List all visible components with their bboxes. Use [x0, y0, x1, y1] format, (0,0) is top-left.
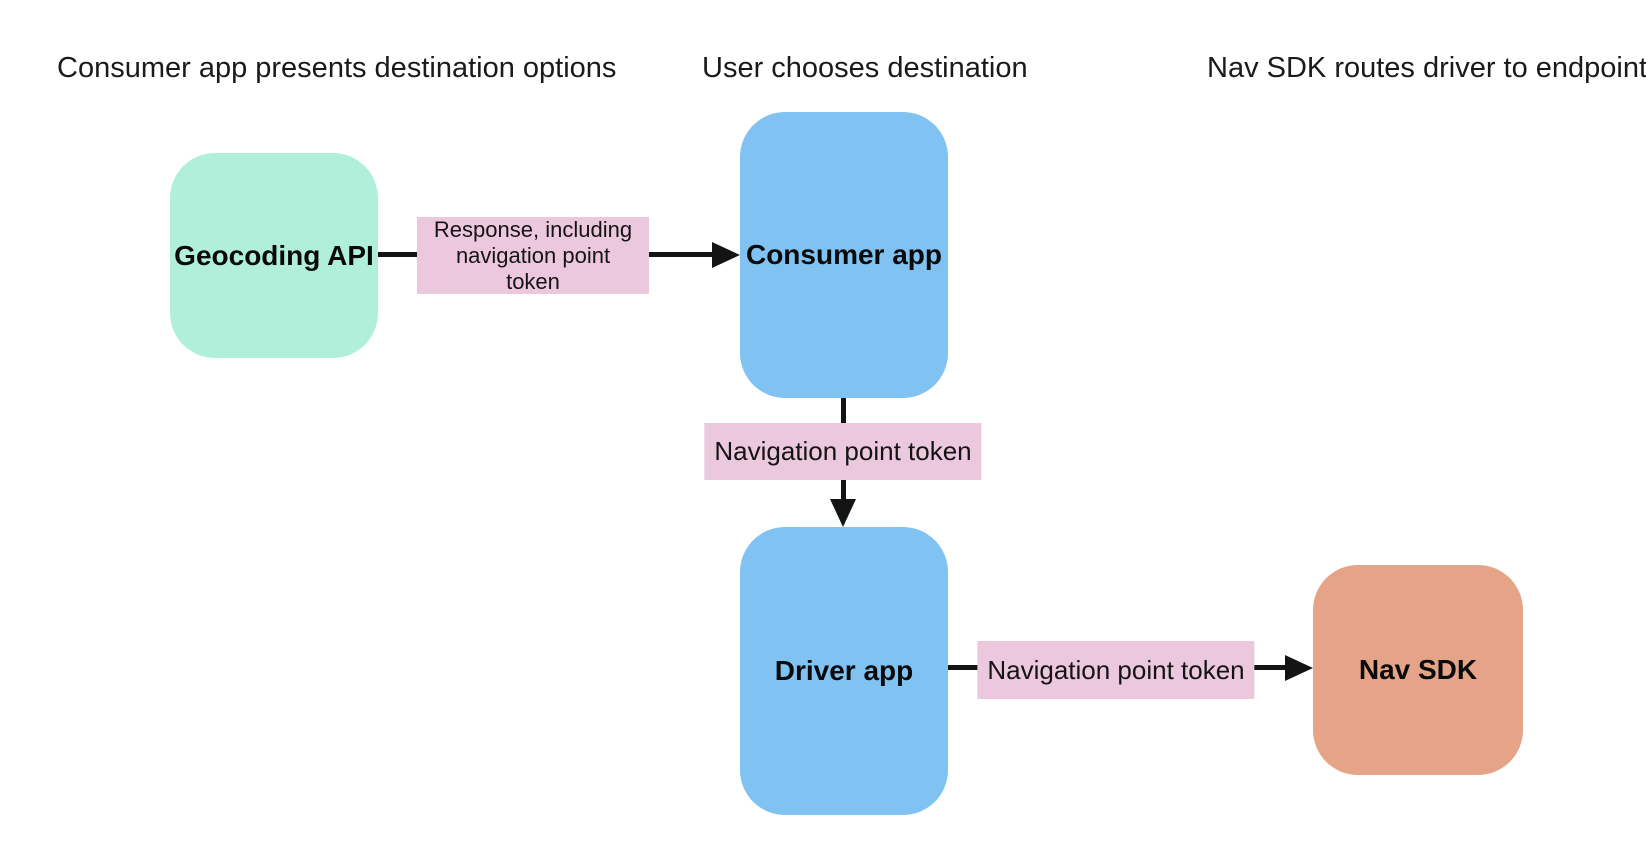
node-nav-sdk: Nav SDK	[1313, 565, 1523, 775]
node-geocoding-api: Geocoding API	[170, 153, 378, 358]
node-label-driver-app: Driver app	[774, 655, 914, 686]
node-label-consumer-app: Consumer app	[745, 239, 943, 270]
node-consumer-app: Consumer app	[740, 112, 948, 398]
arrowhead-down-icon	[830, 499, 856, 527]
edge-label-navigation-point-token-2: Navigation point token	[977, 641, 1255, 699]
node-label-geocoding-api: Geocoding API	[174, 239, 374, 271]
arrowhead-right-icon	[712, 242, 740, 268]
edge-label-navigation-point-token: Navigation point token	[704, 423, 982, 480]
arrowhead-right-icon	[1285, 655, 1313, 681]
stage-header-user-chooses: User chooses destination	[702, 52, 1028, 84]
stage-header-navsdk-routes: Nav SDK routes driver to endpoint	[1207, 52, 1646, 84]
stage-header-consumer-presents: Consumer app presents destination option…	[57, 52, 617, 84]
node-label-nav-sdk: Nav SDK	[1358, 654, 1478, 685]
edge-label-response-token: Response, including navigation point tok…	[417, 217, 649, 294]
node-driver-app: Driver app	[740, 527, 948, 815]
